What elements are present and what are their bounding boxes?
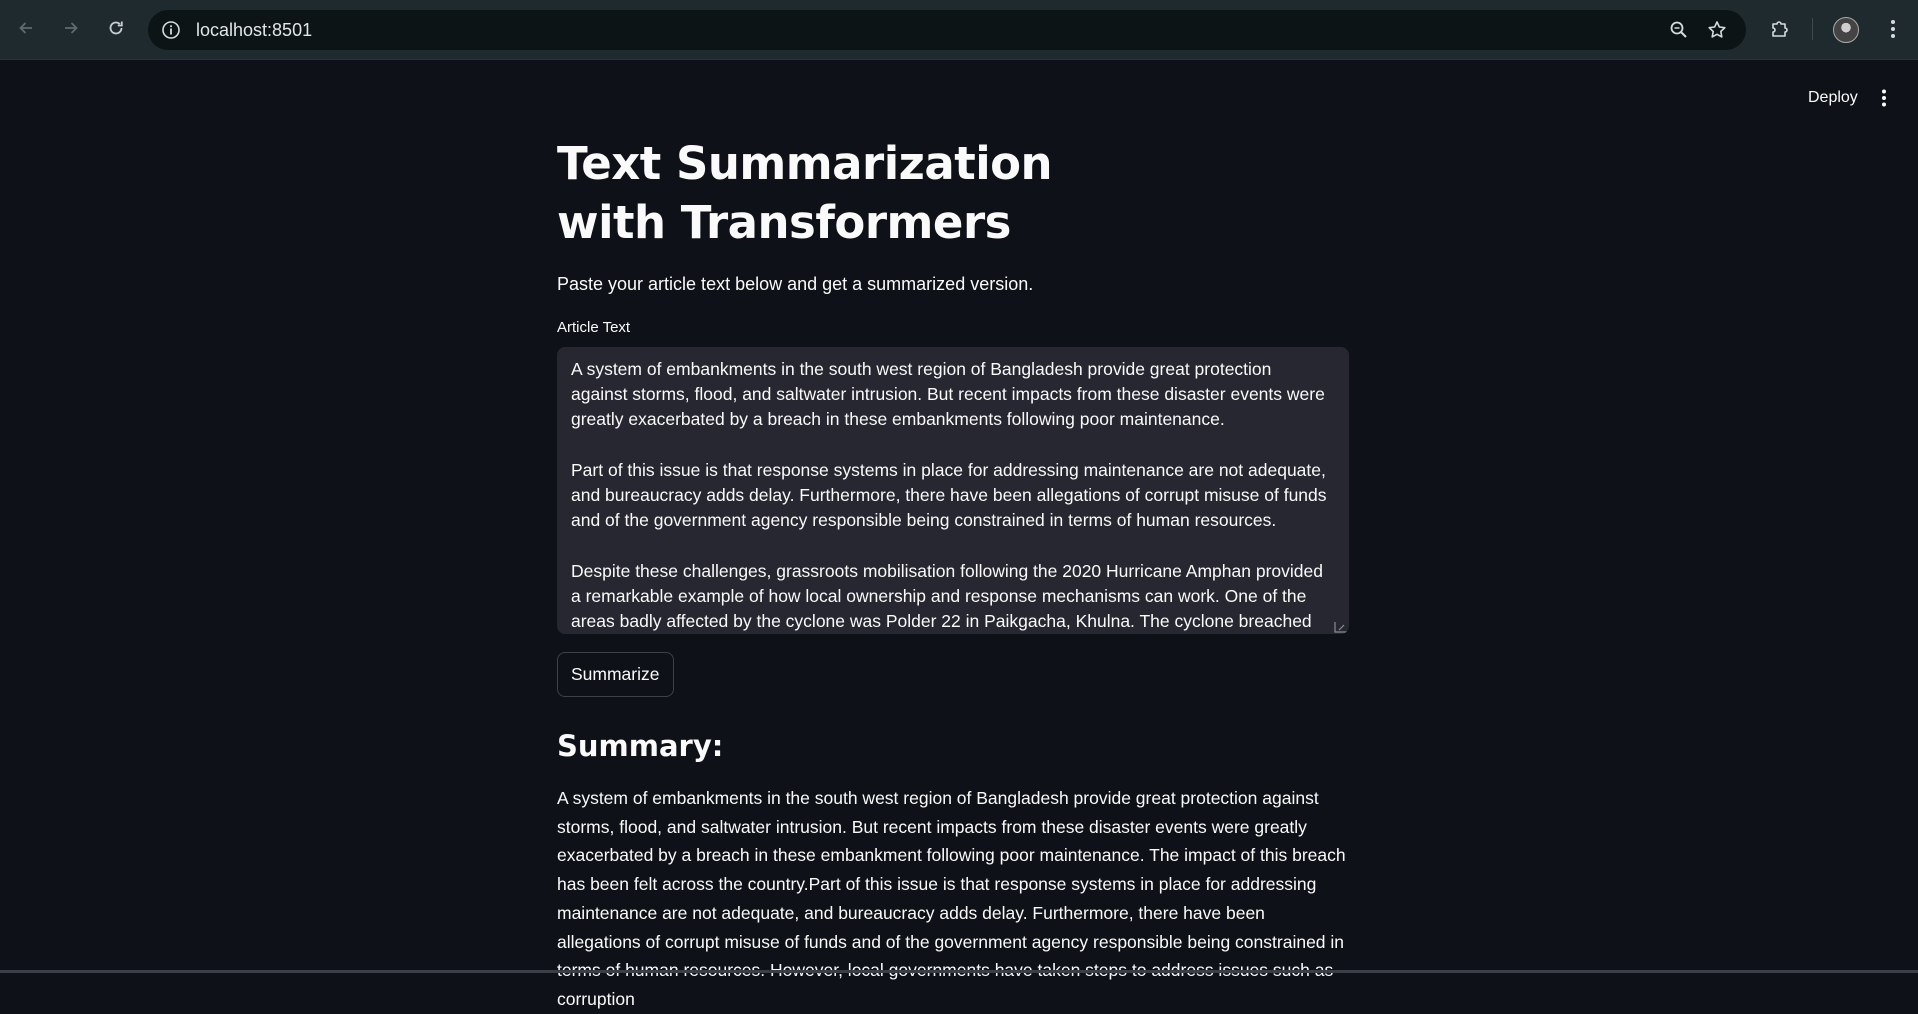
avatar[interactable] [1833, 17, 1859, 43]
article-text-area[interactable]: A system of embankments in the south wes… [557, 347, 1349, 634]
extensions-button[interactable] [1766, 15, 1794, 43]
star-icon[interactable] [1706, 19, 1728, 41]
summary-heading: Summary: [557, 729, 724, 763]
resize-handle-icon[interactable] [1333, 622, 1347, 634]
puzzle-icon [1772, 21, 1788, 37]
toolbar-divider [1812, 18, 1813, 40]
app-header: Deploy [0, 60, 1918, 120]
reload-button[interactable] [101, 13, 131, 43]
arrow-right-icon [65, 22, 78, 34]
summary-text: A system of embankments in the south wes… [557, 788, 1346, 1009]
deploy-button[interactable]: Deploy [1796, 82, 1870, 114]
info-icon[interactable] [160, 19, 182, 41]
app-menu-button[interactable] [1870, 84, 1898, 112]
intro-text: Paste your article text below and get a … [557, 274, 1034, 294]
article-text-label: Article Text [557, 319, 631, 336]
kebab-icon [1882, 89, 1886, 107]
summarize-button[interactable]: Summarize [557, 652, 674, 697]
arrow-left-icon [19, 22, 32, 34]
kebab-icon [1891, 20, 1895, 38]
article-text-value[interactable]: A system of embankments in the south wes… [571, 359, 1327, 632]
window-bottom-edge [0, 970, 1918, 973]
page-title: Text Summarization with Transformers [557, 137, 1053, 249]
address-bar[interactable]: localhost:8501 [148, 10, 1746, 50]
url-text[interactable]: localhost:8501 [196, 20, 313, 40]
zoom-icon[interactable] [1668, 19, 1690, 41]
browser-menu-button[interactable] [1879, 15, 1907, 43]
back-button[interactable] [11, 13, 41, 43]
reload-icon [109, 21, 123, 35]
browser-toolbar: localhost:8501 [0, 0, 1918, 60]
forward-button[interactable] [56, 13, 86, 43]
